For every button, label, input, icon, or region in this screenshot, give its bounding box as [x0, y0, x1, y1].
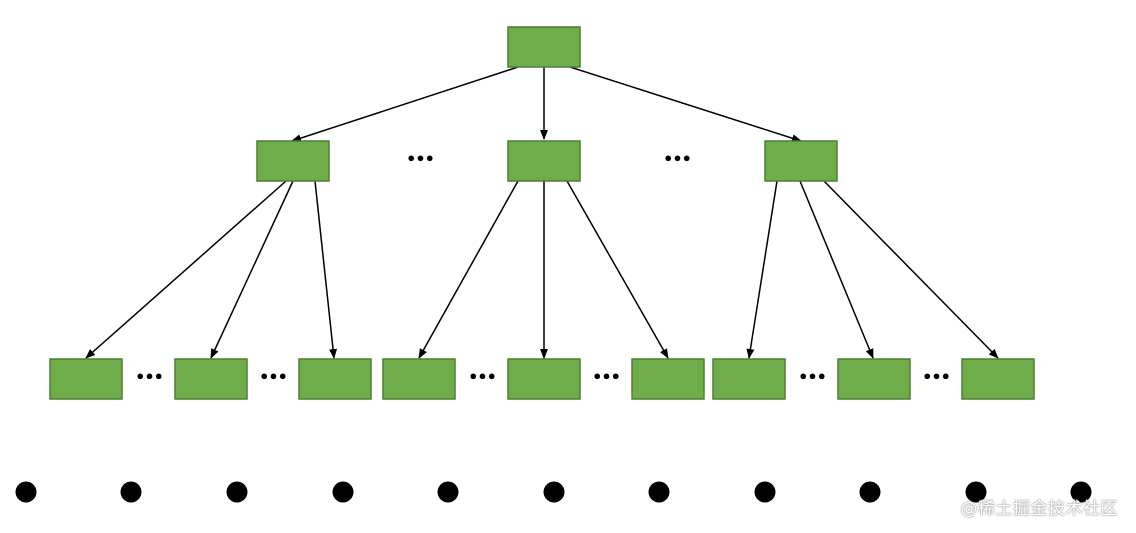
level1-node-1	[256, 140, 330, 182]
bottom-dot-6	[543, 481, 565, 503]
root-edge-3	[569, 66, 802, 143]
child-edge-6	[566, 180, 669, 359]
child-edge-4	[418, 180, 519, 359]
watermark-text: @稀土掘金技术社区	[960, 499, 1118, 519]
child-edge-3	[314, 180, 338, 359]
level2-node-4	[382, 358, 456, 400]
child-edge-1	[85, 180, 287, 359]
level2-node-7	[712, 358, 786, 400]
bottom-dot-2	[120, 481, 142, 503]
level2-node-2	[174, 358, 248, 400]
bottom-dot-4	[332, 481, 354, 503]
level2-node-9	[961, 358, 1035, 400]
bottom-dot-8	[754, 481, 776, 503]
bottom-dot-10	[965, 481, 987, 503]
child-edge-9	[823, 180, 999, 359]
level2-ellipsis-5: •••	[798, 368, 826, 387]
level1-node-2	[507, 140, 581, 182]
bottom-dot-3	[226, 481, 248, 503]
level2-node-8	[837, 358, 911, 400]
bottom-dot-7	[648, 481, 670, 503]
level1-node-3	[764, 140, 838, 182]
bottom-dot-11	[1070, 481, 1092, 503]
level1-ellipsis-2: •••	[663, 150, 691, 169]
bottom-dot-9	[859, 481, 881, 503]
root-edge-1	[291, 66, 519, 143]
level2-node-1	[49, 358, 123, 400]
child-edge-8	[799, 180, 874, 359]
ellipsis-layer: ••• ••• ••• ••• ••• ••• ••• •••	[135, 150, 951, 387]
level2-node-3	[298, 358, 372, 400]
dots-layer	[15, 481, 1092, 503]
level2-ellipsis-6: •••	[922, 368, 950, 387]
level2-ellipsis-4: •••	[592, 368, 620, 387]
edges-layer	[85, 66, 999, 359]
level2-ellipsis-1: •••	[135, 368, 163, 387]
level2-ellipsis-2: •••	[259, 368, 287, 387]
nodes-layer	[49, 26, 1035, 400]
level1-ellipsis-1: •••	[406, 150, 434, 169]
child-edge-2	[210, 180, 294, 359]
child-edge-7	[746, 180, 778, 359]
level2-node-6	[631, 358, 705, 400]
bottom-dot-5	[437, 481, 459, 503]
level2-ellipsis-3: •••	[468, 368, 496, 387]
root-node	[507, 26, 581, 68]
bottom-dot-1	[15, 481, 37, 503]
level2-node-5	[507, 358, 581, 400]
